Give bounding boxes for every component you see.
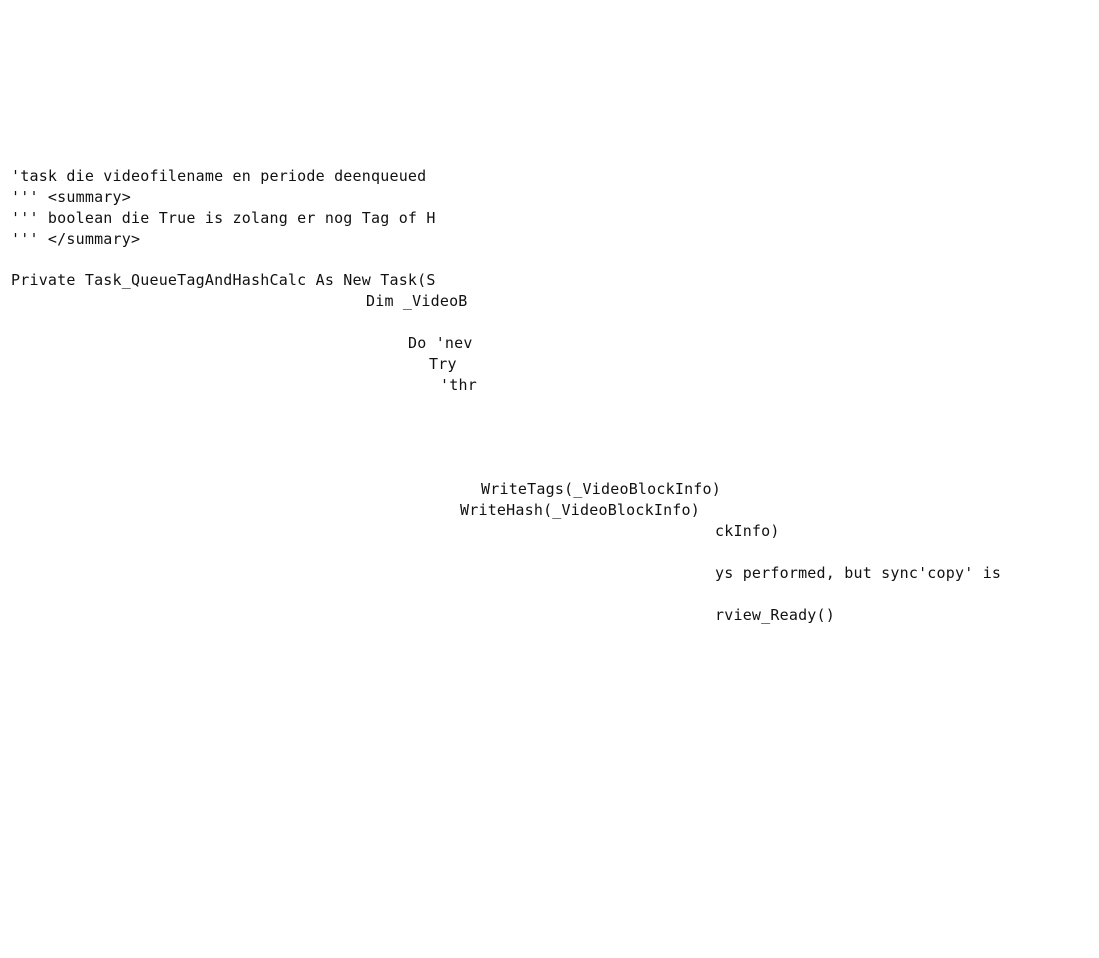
code-comment-line: 'thr [440,376,477,394]
code-fragment-line: ckInfo) [715,522,780,540]
code-doc-comment-line: ''' boolean die True is zolang er nog Ta… [11,209,436,227]
code-statement-line: WriteTags(_VideoBlockInfo) [481,480,721,498]
code-statement-line: Dim _VideoB [366,292,468,310]
code-doc-comment-line: ''' </summary> [11,230,141,248]
code-statement-line: Try [429,355,457,373]
code-comment-line: 'task die videofilename en periode deenq… [11,167,427,185]
code-declaration-line: Private Task_QueueTagAndHashCalc As New … [11,271,436,289]
code-fragment-line: rview_Ready() [715,606,835,624]
code-fragment-line: ys performed, but sync'copy' is [715,564,1002,582]
code-statement-line: WriteHash(_VideoBlockInfo) [460,501,700,519]
code-doc-comment-line: ''' <summary> [11,188,131,206]
code-statement-line: Do 'nev [408,334,473,352]
